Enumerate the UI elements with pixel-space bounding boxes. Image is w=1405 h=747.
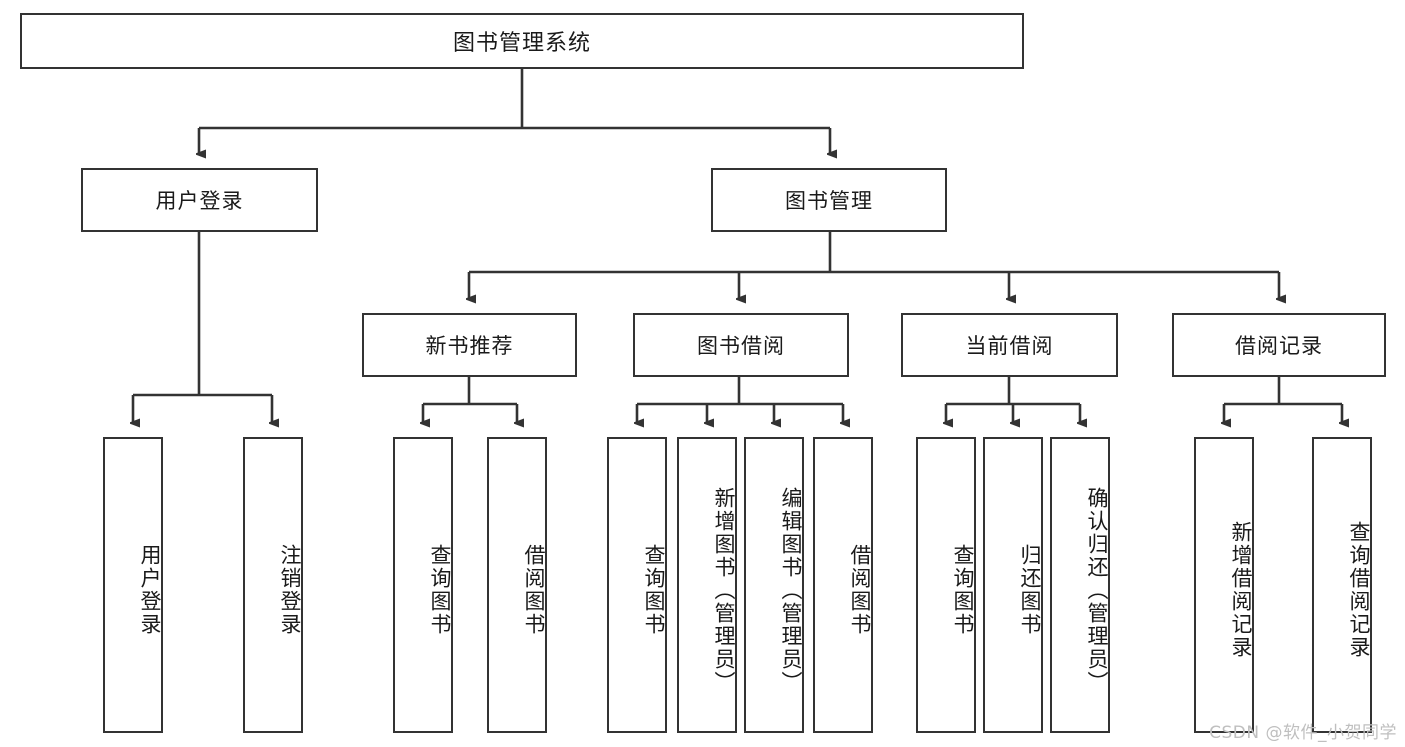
node-current-borrowing[interactable]: 当前借阅 bbox=[901, 313, 1118, 377]
node-label: 借阅图书 bbox=[848, 544, 872, 636]
node-new-book-recommendation[interactable]: 新书推荐 bbox=[362, 313, 577, 377]
node-book-borrowing[interactable]: 图书借阅 bbox=[633, 313, 849, 377]
node-label: 归还图书 bbox=[1018, 544, 1042, 636]
node-root-library-management-system[interactable]: 图书管理系统 bbox=[20, 13, 1024, 69]
leaf-add-book-admin[interactable]: 新增图书（管理员） bbox=[677, 437, 737, 733]
leaf-query-borrowing-record[interactable]: 查询借阅记录 bbox=[1312, 437, 1372, 733]
node-label: 注销登录 bbox=[278, 544, 302, 636]
watermark: CSDN @软件_小贺同学 bbox=[1209, 723, 1397, 743]
node-label: 用户登录 bbox=[155, 189, 244, 213]
node-label: 图书管理 bbox=[785, 189, 873, 213]
node-label: 图书借阅 bbox=[697, 334, 785, 358]
node-label: 查询图书 bbox=[642, 544, 666, 636]
node-label: 查询借阅记录 bbox=[1347, 521, 1371, 659]
node-label: 新书推荐 bbox=[425, 334, 514, 358]
node-user-login[interactable]: 用户登录 bbox=[81, 168, 318, 232]
node-label: 编辑图书（管理员） bbox=[779, 486, 803, 694]
leaf-confirm-return-admin[interactable]: 确认归还（管理员） bbox=[1050, 437, 1110, 733]
node-borrowing-records[interactable]: 借阅记录 bbox=[1172, 313, 1386, 377]
node-label: 当前借阅 bbox=[965, 334, 1054, 358]
leaf-return-books[interactable]: 归还图书 bbox=[983, 437, 1043, 733]
node-book-management[interactable]: 图书管理 bbox=[711, 168, 947, 232]
leaf-query-books-current[interactable]: 查询图书 bbox=[916, 437, 976, 733]
node-label: 借阅图书 bbox=[522, 544, 546, 636]
leaf-query-books-recommendation[interactable]: 查询图书 bbox=[393, 437, 453, 733]
node-label: 确认归还（管理员） bbox=[1085, 486, 1109, 694]
leaf-add-borrowing-record[interactable]: 新增借阅记录 bbox=[1194, 437, 1254, 733]
leaf-borrow-books[interactable]: 借阅图书 bbox=[813, 437, 873, 733]
leaf-user-login[interactable]: 用户登录 bbox=[103, 437, 163, 733]
leaf-logout[interactable]: 注销登录 bbox=[243, 437, 303, 733]
leaf-edit-book-admin[interactable]: 编辑图书（管理员） bbox=[744, 437, 804, 733]
node-label: 新增借阅记录 bbox=[1229, 521, 1253, 659]
node-label: 用户登录 bbox=[138, 544, 162, 636]
node-label: 借阅记录 bbox=[1235, 334, 1323, 358]
leaf-borrow-books-recommendation[interactable]: 借阅图书 bbox=[487, 437, 547, 733]
leaf-query-books-borrowing[interactable]: 查询图书 bbox=[607, 437, 667, 733]
node-label: 查询图书 bbox=[951, 544, 975, 636]
node-label: 图书管理系统 bbox=[452, 31, 591, 56]
node-label: 查询图书 bbox=[428, 544, 452, 636]
node-label: 新增图书（管理员） bbox=[712, 486, 736, 694]
